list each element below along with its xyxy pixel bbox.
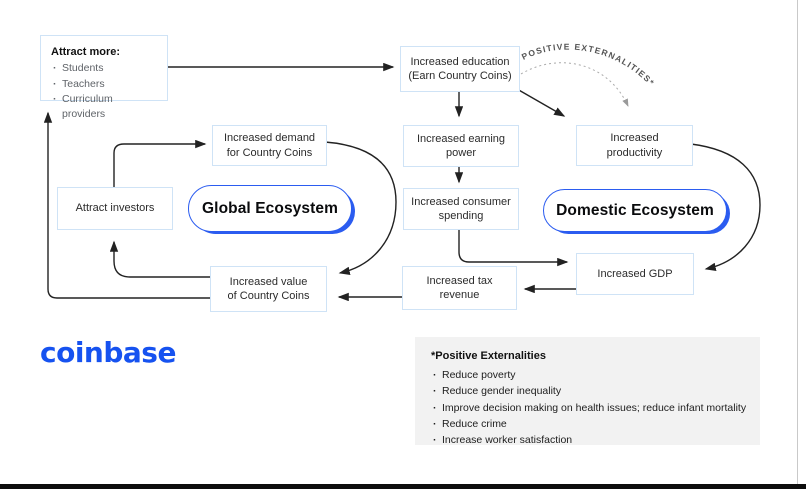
list-item: Increased tax [426,274,493,287]
list-item: Improve decision making on health issues… [431,400,750,417]
footnote-bullet-list: Reduce povertyReduce gender inequalityIm… [431,367,750,449]
domestic-ecosystem-pill: Domestic Ecosystem [543,189,730,234]
global-ecosystem-label: Global Ecosystem [188,185,352,232]
arrow-demand-to-value-arc [324,141,397,276]
list-item: (Earn Country Coins) [408,70,512,82]
increased-tax-revenue-label: Increased tax revenue [426,274,492,303]
attract-more-bullet-list: StudentsTeachersCurriculum providers [51,61,157,122]
list-item: Teachers [51,77,157,92]
arrow-investors-to-demand [113,139,207,187]
list-item: productivity [606,146,663,159]
domestic-ecosystem-label: Domestic Ecosystem [543,189,727,232]
list-item: Increased education [410,55,510,68]
list-item: Curriculum providers [51,92,157,122]
increased-gdp-label: Increased GDP [597,267,672,281]
attract-more-title: Attract more: [51,46,121,58]
node-increased-gdp: Increased GDP [576,253,694,295]
list-item: spending [438,210,484,222]
bottom-bar [0,484,806,489]
increased-consumer-spending-label: Increased consumer spending [411,195,511,224]
arrow-education-to-productivity [516,88,566,117]
positive-externalities-label: POSITIVE EXTERNALITIES* [520,42,656,88]
right-edge-line [797,0,798,484]
list-item: for Country Coins [226,146,313,159]
dotted-externalities-arc [520,62,629,107]
increased-value-label: Increased value of Country Coins [228,275,310,304]
list-item: Increased [610,132,659,145]
increased-earning-power-label: Increased earning power [417,132,505,161]
list-item: of Country Coins [227,290,310,302]
attract-investors-label: Attract investors [76,201,155,215]
list-item: Students [51,61,157,76]
list-item: Increased earning [416,132,506,145]
footnote-box: *Positive Externalities Reduce povertyRe… [415,337,760,449]
node-attract-more: Attract more: StudentsTeachersCurriculum… [40,35,168,120]
node-increased-tax-revenue: Increased tax revenue [402,266,517,310]
global-ecosystem-pill: Global Ecosystem [188,185,355,234]
list-item: Reduce poverty [431,367,750,384]
list-item: Attract investors [75,202,155,215]
node-increased-consumer-spending: Increased consumer spending [403,188,519,230]
list-item: Increased consumer [411,195,511,208]
list-item: Increased value [229,275,308,288]
arrow-value-to-investors [109,240,210,278]
list-item: Increased GDP [597,267,673,280]
coinbase-logo: coinbase [40,336,176,369]
node-increased-value: Increased value of Country Coins [210,266,327,312]
list-item: Reduce crime [431,416,750,433]
list-item: Increase worker satisfaction [431,432,750,449]
footnote-title: *Positive Externalities [431,350,546,362]
list-item: power [446,147,476,159]
positive-externalities-arc-text: POSITIVE EXTERNALITIES* [520,42,657,88]
list-item: revenue [439,289,480,301]
arrow-productivity-to-gdp-arc [690,143,761,272]
increased-education-label: Increased education (Earn Country Coins) [408,55,511,84]
list-item: Reduce gender inequality [431,383,750,400]
node-attract-investors: Attract investors [57,187,173,230]
node-increased-education: Increased education (Earn Country Coins) [400,46,520,92]
arrow-consumer-to-gdp [458,228,569,267]
node-increased-earning-power: Increased earning power [403,125,519,167]
list-item: Increased demand [223,132,316,145]
arrow-value-to-attractmore-loop [43,111,210,299]
